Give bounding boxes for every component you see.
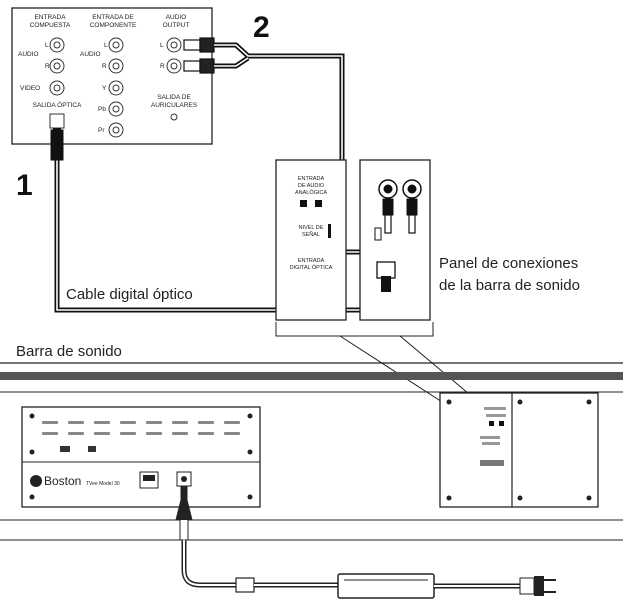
brand-name: Boston: [44, 474, 81, 488]
analog-input-label-2: DE AUDIO: [298, 183, 325, 189]
vent-slots: [42, 421, 240, 435]
component-r-label: R: [102, 63, 107, 70]
audio-out-r-label: R: [160, 63, 165, 70]
component-pr-label: Pr: [98, 127, 105, 134]
digital-input-label-2: DIGITAL ÓPTICA: [290, 264, 333, 271]
video-label: VIDEO: [20, 85, 40, 92]
composite-r-label: R: [45, 63, 50, 70]
soundbar-rca-plugs: [378, 179, 422, 234]
headphones-label-1: SALIDA DE: [157, 94, 191, 101]
panel-label-2: de la barra de sonido: [439, 277, 580, 294]
step-2-number: 2: [253, 11, 270, 44]
boston-logo-icon: [30, 475, 42, 487]
step-1-number: 1: [16, 169, 33, 202]
composite-label-1: ENTRADA: [34, 14, 66, 21]
tv-connector-panel: ENTRADA COMPUESTA ENTRADA DE COMPONENTE …: [11, 7, 213, 145]
analog-input-label-1: ENTRADA: [298, 176, 325, 182]
soundbar-optical-port: [376, 261, 396, 279]
optical-out-label: SALIDA ÓPTICA: [33, 100, 82, 109]
soundbar-rear-module: Boston TVee Model 30: [21, 406, 261, 508]
audio-left-label: AUDIO: [18, 51, 39, 58]
audio-output-label-1: AUDIO: [166, 14, 187, 21]
level-label-2: SEÑAL: [302, 231, 320, 238]
soundbar-label: Barra de sonido: [16, 343, 122, 360]
component-audio-label: AUDIO: [80, 51, 101, 58]
power-cable: [175, 486, 340, 593]
headphone-jack: [170, 113, 178, 121]
audio-out-l-label: L: [160, 42, 164, 49]
composite-label-2: COMPUESTA: [30, 22, 71, 29]
audio-output-jacks: [166, 37, 182, 74]
power-adapter: [337, 573, 556, 599]
component-l-label: L: [104, 42, 108, 49]
rca-plugs: [183, 37, 215, 74]
audio-output-label-2: OUTPUT: [163, 22, 190, 29]
soundbar-input-inset: [439, 392, 599, 508]
soundbar-body: [0, 362, 623, 541]
component-jacks: [108, 37, 124, 138]
component-pb-label: Pb: [98, 106, 106, 113]
analog-input-label-3: ANALÓGICA: [295, 189, 327, 196]
composite-jacks: [49, 37, 65, 96]
optical-cable-label: Cable digital óptico: [66, 286, 193, 303]
component-label-2: COMPONENTE: [90, 22, 137, 29]
level-label-1: NIVEL DE: [299, 225, 324, 231]
headphones-label-2: AURICULARES: [151, 102, 198, 109]
panel-label-1: Panel de conexiones: [439, 255, 578, 272]
brand-model: TVee Model 30: [86, 481, 120, 487]
component-label-1: ENTRADA DE: [92, 14, 134, 21]
digital-input-label-1: ENTRADA: [298, 258, 325, 264]
soundbar-panel-zoom: ENTRADA DE AUDIO ANALÓGICA NIVEL DE SEÑA…: [275, 159, 501, 421]
optical-out-port: [49, 113, 65, 129]
component-y-label: Y: [102, 85, 107, 92]
composite-l-label: L: [45, 42, 49, 49]
